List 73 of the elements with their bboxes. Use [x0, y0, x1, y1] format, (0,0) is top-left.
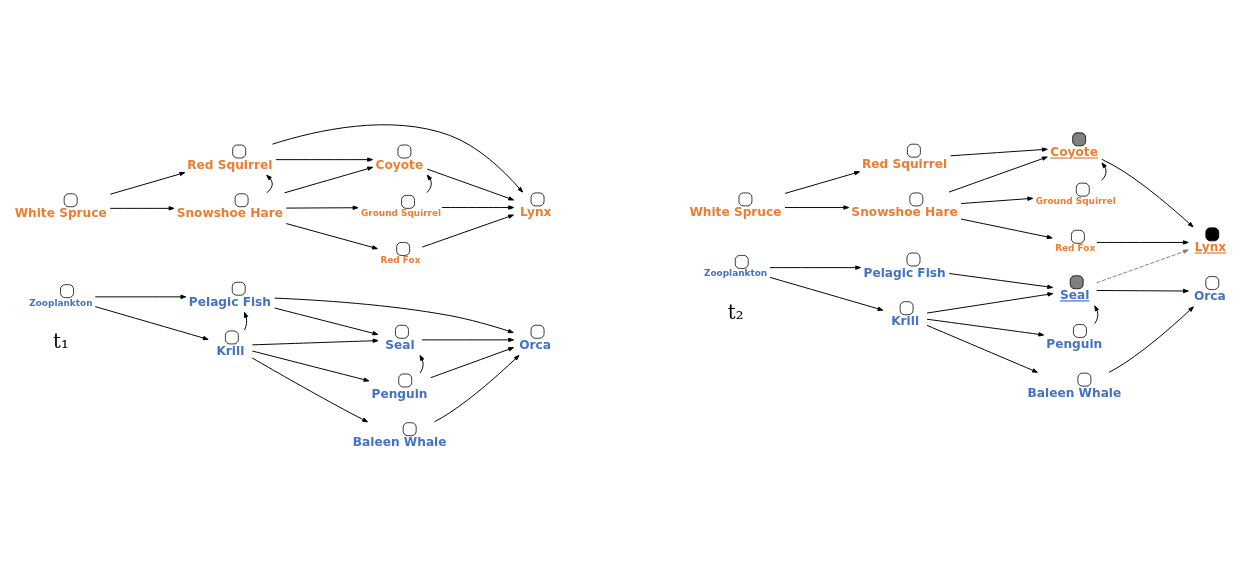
- node-label: Snowshoe Hare: [851, 205, 958, 220]
- arrow: [426, 168, 515, 201]
- arrow: [1101, 158, 1194, 228]
- arrow: [283, 166, 374, 194]
- node-label: White Spruce: [689, 205, 782, 220]
- arrow: [274, 307, 379, 336]
- arrow: [441, 205, 515, 210]
- arrow: [433, 354, 520, 423]
- node-label: Red Fox: [1055, 243, 1096, 254]
- node-label: Orca: [1194, 289, 1226, 304]
- node-label: Baleen Whale: [1027, 385, 1122, 400]
- arrow: [784, 205, 850, 210]
- arrow: [421, 214, 514, 248]
- node-label: Krill: [891, 314, 920, 329]
- arrow: [419, 354, 425, 374]
- node-label: Ground Squirrel: [360, 208, 442, 219]
- node-label: Pelagic Fish: [188, 294, 272, 309]
- arrow: [1096, 288, 1189, 294]
- arrow: [1094, 305, 1099, 324]
- node-label: Baleen Whale: [352, 435, 447, 450]
- node-label: Pelagic Fish: [863, 265, 946, 280]
- node-label: Red Fox: [380, 255, 421, 266]
- arrow: [1096, 249, 1189, 284]
- arrow: [271, 124, 523, 193]
- arrow: [285, 223, 378, 250]
- node-label: Lynx: [520, 205, 552, 220]
- node-label: Seal: [1060, 288, 1090, 303]
- arrow: [926, 292, 1054, 314]
- node-label: Coyote: [1050, 145, 1098, 160]
- arrow: [769, 276, 884, 311]
- arrow: [950, 147, 1048, 157]
- node-label: Krill: [216, 343, 245, 358]
- node-label: Zooplankton: [704, 268, 768, 279]
- arrow: [266, 174, 273, 194]
- arrow: [109, 171, 186, 195]
- arrow: [251, 338, 379, 346]
- arrow: [1096, 240, 1189, 245]
- node-label: Red Squirrel: [187, 157, 273, 172]
- node-label: Orca: [519, 337, 552, 352]
- arrow: [1108, 306, 1194, 373]
- arrow: [251, 357, 369, 423]
- arrow: [926, 324, 1038, 373]
- arrow: [784, 171, 860, 194]
- arrow: [769, 265, 861, 270]
- arrow: [94, 306, 209, 341]
- arrow: [430, 347, 514, 379]
- node-label: Zooplankton: [29, 297, 93, 308]
- arrow: [251, 350, 370, 382]
- arrow: [244, 311, 249, 331]
- node-label: Penguin: [371, 386, 428, 401]
- node-label: White Spruce: [14, 206, 107, 221]
- node-label: Coyote: [375, 157, 424, 172]
- arrow: [94, 294, 187, 300]
- arrow: [1101, 162, 1107, 181]
- node-label: Lynx: [1194, 240, 1227, 255]
- node-label: Ground Squirrel: [1035, 196, 1116, 207]
- arrow: [960, 218, 1053, 240]
- node-label: Red Squirrel: [861, 156, 948, 171]
- arrow: [948, 273, 1054, 289]
- label: t₂: [727, 300, 744, 324]
- label: t₁: [53, 330, 69, 354]
- arrow: [421, 337, 515, 343]
- arrow: [275, 157, 373, 162]
- node-label: Seal: [385, 337, 415, 352]
- arrow: [948, 156, 1048, 193]
- arrow: [926, 318, 1045, 337]
- arrow: [285, 205, 359, 210]
- node-label: Snowshoe Hare: [176, 206, 283, 221]
- arrow: [426, 174, 432, 194]
- arrow: [960, 196, 1034, 205]
- node-label: Penguin: [1046, 337, 1103, 352]
- arrow: [109, 206, 175, 211]
- arrow: [274, 297, 514, 334]
